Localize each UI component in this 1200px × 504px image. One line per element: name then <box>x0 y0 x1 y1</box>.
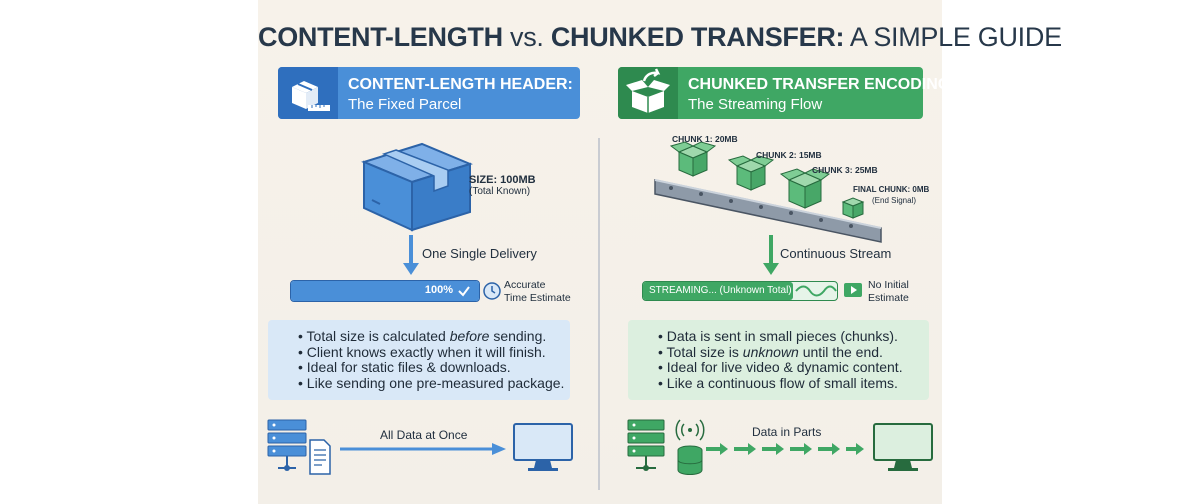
progress-bar: 100% <box>290 280 480 302</box>
list-item: • Client knows exactly when it will fini… <box>298 343 546 360</box>
chunk-boxes <box>669 141 865 219</box>
no-estimate-line-2: Estimate <box>868 292 909 304</box>
list-item: • Ideal for live video & dynamic content… <box>658 359 903 375</box>
stream-label: Continuous Stream <box>780 246 892 261</box>
final-chunk-label: FINAL CHUNK: 0MB <box>853 185 930 194</box>
down-arrow-icon <box>403 235 419 275</box>
streaming-text: STREAMING... (Unknown Total) <box>649 285 792 296</box>
list-item: • Total size is unknown until the end. <box>658 343 883 360</box>
infographic-canvas: CONTENT-LENGTH vs. CHUNKED TRANSFER: A S… <box>258 0 1062 504</box>
list-item: • Like a continuous flow of small items. <box>658 374 898 391</box>
delivery-label: One Single Delivery <box>422 246 537 261</box>
check-icon <box>458 286 470 297</box>
title-guide: A SIMPLE GUIDE <box>844 22 1062 52</box>
play-icon <box>844 283 862 297</box>
progress-fill <box>291 281 479 301</box>
size-note: (Total Known) <box>469 186 531 197</box>
conveyor-belt <box>654 179 882 243</box>
wave-icon <box>795 285 837 297</box>
page-title: CONTENT-LENGTH vs. CHUNKED TRANSFER: A S… <box>258 22 1062 53</box>
box-ruler-icon <box>278 67 338 119</box>
chunked-bullets: • Data is sent in small pieces (chunks).… <box>628 320 929 400</box>
final-chunk-box-icon <box>841 197 865 219</box>
server-database-icon <box>627 419 705 475</box>
list-item: • Data is sent in small pieces (chunks). <box>658 328 898 344</box>
server-document-icon <box>267 419 331 475</box>
title-chunked-transfer: CHUNKED TRANSFER: <box>550 22 845 52</box>
content-length-banner-title: CONTENT-LENGTH HEADER: <box>348 76 573 93</box>
progress-text: 100% <box>424 284 453 296</box>
center-divider <box>598 138 600 490</box>
content-length-bullets: • Total size is calculated before sendin… <box>268 320 570 400</box>
title-content-length: CONTENT-LENGTH <box>258 22 503 52</box>
streaming-fill <box>643 282 793 300</box>
chunked-banner-subtitle: The Streaming Flow <box>688 96 823 113</box>
estimate-line-2: Time Estimate <box>504 292 571 304</box>
streaming-bar: STREAMING... (Unknown Total) <box>642 281 838 301</box>
transfer-arrow <box>340 443 506 455</box>
parcel-box-icon <box>361 142 473 232</box>
size-label: SIZE: 100MB <box>469 174 536 186</box>
content-length-banner: CONTENT-LENGTH HEADER: The Fixed Parcel <box>278 67 580 119</box>
estimate-line-1: Accurate <box>504 279 546 291</box>
monitor-icon <box>513 423 573 471</box>
open-box-arrow-icon <box>618 67 678 119</box>
end-signal-label: (End Signal) <box>872 196 917 205</box>
content-length-banner-subtitle: The Fixed Parcel <box>348 96 462 113</box>
list-item: • Total size is calculated before sendin… <box>298 328 547 344</box>
monitor-icon <box>873 423 933 471</box>
all-data-label: All Data at Once <box>380 428 468 442</box>
clock-icon <box>483 282 501 300</box>
title-vs: vs. <box>502 22 551 52</box>
data-in-parts-label: Data in Parts <box>752 425 822 439</box>
chunked-transfer-banner: CHUNKED TRANSFER ENCODING: The Streaming… <box>618 67 956 119</box>
chunk-3-box-icon <box>779 168 831 209</box>
chunk-1-label: CHUNK 1: 20MB <box>672 134 738 144</box>
chunk-arrows <box>706 443 864 455</box>
chunk-2-box-icon <box>727 155 775 191</box>
no-estimate-line-1: No Initial <box>868 279 909 291</box>
list-item: • Like sending one pre-measured package. <box>298 374 565 391</box>
list-item: • Ideal for static files & downloads. <box>298 359 511 375</box>
down-arrow-icon <box>763 235 779 275</box>
chunk-1-box-icon <box>669 141 717 177</box>
chunked-banner-title: CHUNKED TRANSFER ENCODING: <box>688 76 956 93</box>
chunk-3-label: CHUNK 3: 25MB <box>812 165 878 175</box>
chunk-2-label: CHUNK 2: 15MB <box>756 150 822 160</box>
